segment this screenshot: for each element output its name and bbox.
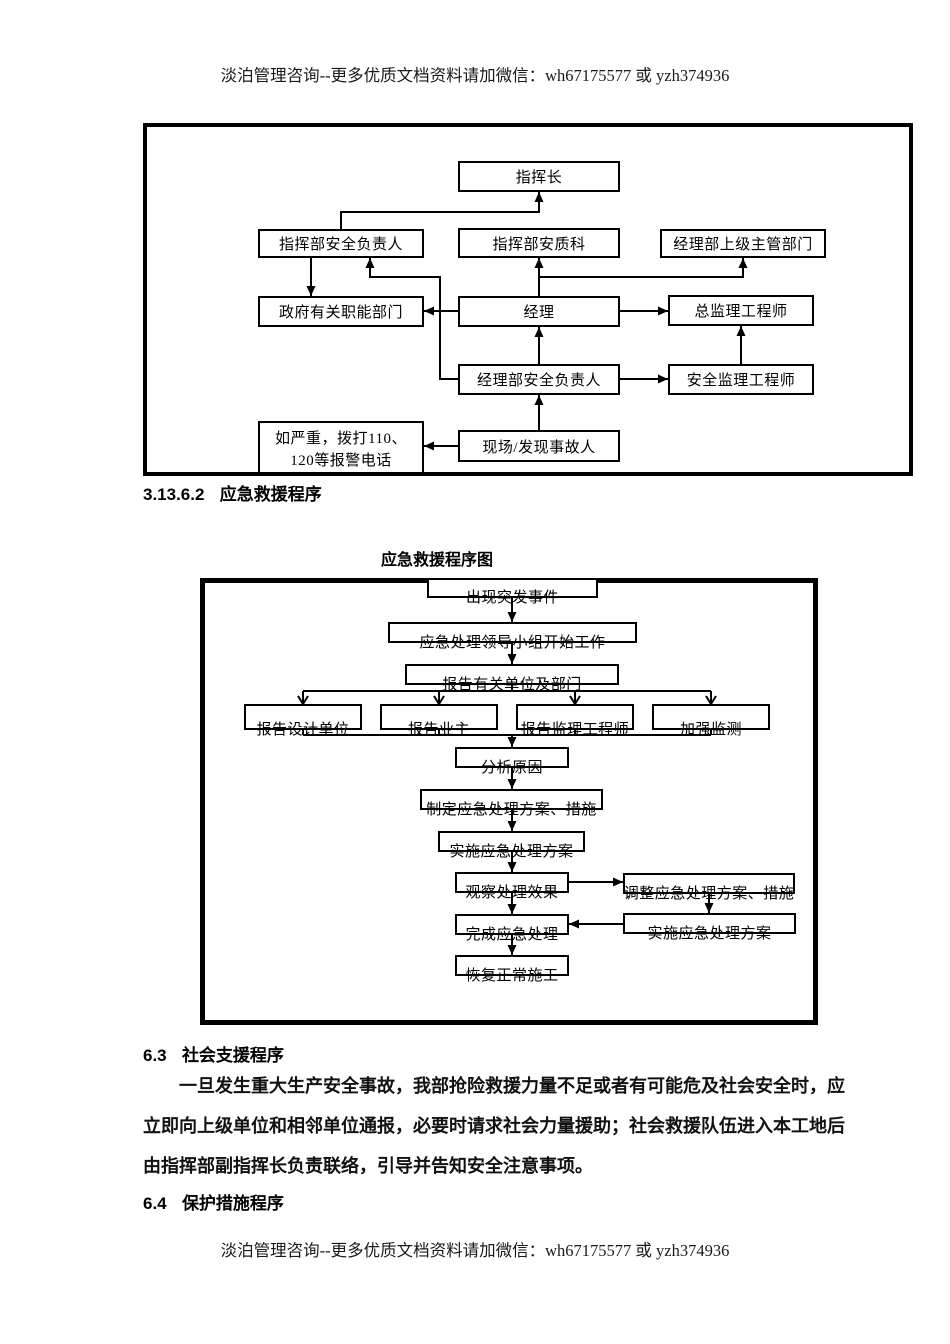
rescue-box-report-design-unit: 报告设计单位 <box>244 704 362 738</box>
rescue-box-complete-handling: 完成应急处理 <box>455 914 569 943</box>
rescue-box-implement-plan: 实施应急处理方案 <box>438 831 585 860</box>
org-box-manager-dept-safety-head: 经理部安全负责人 <box>458 364 620 395</box>
rescue-box-strengthen-monitoring: 加强监测 <box>652 704 770 738</box>
org-box-commander: 指挥长 <box>458 161 620 192</box>
rescue-chart-connectors <box>297 598 717 955</box>
rescue-box-report-owner-label: 报告业主 <box>407 721 470 738</box>
org-box-manager: 经理 <box>458 296 620 327</box>
org-box-site-discoverer-label: 现场/发现事故人 <box>482 439 596 456</box>
rescue-box-formulate-plan-label: 制定应急处理方案、措施 <box>426 801 597 818</box>
rescue-box-resume-construction: 恢复正常施工 <box>455 955 569 984</box>
rescue-box-report-units-label: 报告有关单位及部门 <box>442 676 582 693</box>
org-box-site-discoverer: 现场/发现事故人 <box>458 430 620 462</box>
org-chart-frame: 指挥长 指挥部安全负责人 指挥部安质科 经理部上级主管部门 政府有关职能部门 经… <box>143 123 913 476</box>
rescue-chart-frame: 出现突发事件 应急处理领导小组开始工作 报告有关单位及部门 报告设计单位 报告业… <box>200 578 818 1025</box>
org-box-manager-label: 经理 <box>523 305 555 321</box>
org-box-government-depts: 政府有关职能部门 <box>258 296 424 327</box>
section-heading-rescue-title: 应急救援程序 <box>219 485 322 504</box>
org-box-safety-supervising-engineer: 安全监理工程师 <box>668 364 814 395</box>
org-box-emergency-call: 如严重，拨打110、 120等报警电话 <box>258 421 424 472</box>
section-heading-64: 6.4 保护措施程序 <box>143 1189 284 1214</box>
org-box-chief-supervising-engineer: 总监理工程师 <box>668 295 814 326</box>
rescue-box-strengthen-monitoring-label: 加强监测 <box>679 721 742 738</box>
rescue-box-incident: 出现突发事件 <box>427 578 598 606</box>
org-box-hq-safety-quality-dept: 指挥部安质科 <box>458 228 620 258</box>
org-box-government-depts-label: 政府有关职能部门 <box>278 305 403 321</box>
page-footer-watermark: 淡泊管理咨询--更多优质文档资料请加微信：wh67175577 或 yzh374… <box>0 1237 950 1261</box>
section-heading-63: 6.3 社会支援程序 <box>143 1041 284 1066</box>
rescue-box-leading-group-label: 应急处理领导小组开始工作 <box>419 634 606 651</box>
rescue-chart-title: 应急救援程序图 <box>381 552 494 569</box>
org-box-manager-dept-superior: 经理部上级主管部门 <box>660 229 826 258</box>
rescue-box-report-design-unit-label: 报告设计单位 <box>256 721 350 738</box>
rescue-box-adjust-plan-label: 调整应急处理方案、措施 <box>623 885 795 902</box>
section-heading-64-title: 保护措施程序 <box>181 1194 284 1213</box>
org-box-hq-safety-head: 指挥部安全负责人 <box>258 229 424 258</box>
org-box-hq-safety-quality-dept-label: 指挥部安质科 <box>492 236 586 253</box>
org-box-manager-dept-superior-label: 经理部上级主管部门 <box>673 237 813 253</box>
org-box-manager-dept-safety-head-label: 经理部安全负责人 <box>476 373 601 389</box>
org-box-safety-supervising-engineer-label: 安全监理工程师 <box>686 373 796 389</box>
rescue-box-implement-plan-2: 实施应急处理方案 <box>623 913 796 942</box>
rescue-box-leading-group: 应急处理领导小组开始工作 <box>388 622 637 651</box>
footer-text: 淡泊管理咨询--更多优质文档资料请加微信：wh67175577 或 yzh374… <box>220 1241 730 1260</box>
rescue-box-incident-label: 出现突发事件 <box>465 589 559 606</box>
section-heading-rescue-number: 3.13.6.2 <box>143 485 205 504</box>
section-63-paragraph: 一旦发生重大生产安全事故，我部抢险救援力量不足或者有可能危及社会安全时，应 立即… <box>143 1066 845 1186</box>
rescue-box-analyze-cause: 分析原因 <box>455 747 569 776</box>
paragraph-line: 立即向上级单位和相邻单位通报，必要时请求社会力量援助；社会救援队伍进入本工地后 <box>143 1116 845 1136</box>
section-heading-63-title: 社会支援程序 <box>181 1046 284 1065</box>
rescue-box-implement-plan-label: 实施应急处理方案 <box>449 843 574 860</box>
rescue-box-adjust-plan: 调整应急处理方案、措施 <box>623 873 795 902</box>
section-heading-63-number: 6.3 <box>143 1046 167 1065</box>
rescue-box-resume-construction-label: 恢复正常施工 <box>465 967 559 984</box>
rescue-box-report-owner: 报告业主 <box>380 704 498 738</box>
rescue-box-analyze-cause-label: 分析原因 <box>480 759 543 776</box>
rescue-box-implement-plan-2-label: 实施应急处理方案 <box>647 925 772 942</box>
rescue-box-report-units: 报告有关单位及部门 <box>405 664 619 693</box>
rescue-box-report-supervising-engineer-label: 报告监理工程师 <box>520 721 630 738</box>
paragraph-line: 由指挥部副指挥长负责联络，引导并告知安全注意事项。 <box>143 1156 593 1176</box>
page-header-watermark: 淡泊管理咨询--更多优质文档资料请加微信：wh67175577 或 yzh374… <box>0 62 950 86</box>
paragraph-line: 一旦发生重大生产安全事故，我部抢险救援力量不足或者有可能危及社会安全时，应 <box>179 1076 845 1096</box>
org-box-emergency-call-line2: 120等报警电话 <box>290 453 392 469</box>
rescue-box-complete-handling-label: 完成应急处理 <box>465 926 559 943</box>
org-box-chief-supervising-engineer-label: 总监理工程师 <box>694 304 788 320</box>
rescue-box-formulate-plan: 制定应急处理方案、措施 <box>420 789 603 818</box>
org-box-hq-safety-head-label: 指挥部安全负责人 <box>278 237 403 253</box>
rescue-box-observe-effect-label: 观察处理效果 <box>465 884 559 901</box>
org-chart-connectors <box>306 192 748 451</box>
org-box-emergency-call-line1: 如严重，拨打110、 <box>275 431 407 447</box>
section-heading-64-number: 6.4 <box>143 1194 167 1213</box>
section-heading-rescue: 3.13.6.2 应急救援程序 <box>143 480 322 505</box>
header-text: 淡泊管理咨询--更多优质文档资料请加微信：wh67175577 或 yzh374… <box>220 66 730 85</box>
rescue-box-observe-effect: 观察处理效果 <box>455 872 569 901</box>
rescue-box-report-supervising-engineer: 报告监理工程师 <box>516 704 634 738</box>
org-box-commander-label: 指挥长 <box>515 170 563 186</box>
